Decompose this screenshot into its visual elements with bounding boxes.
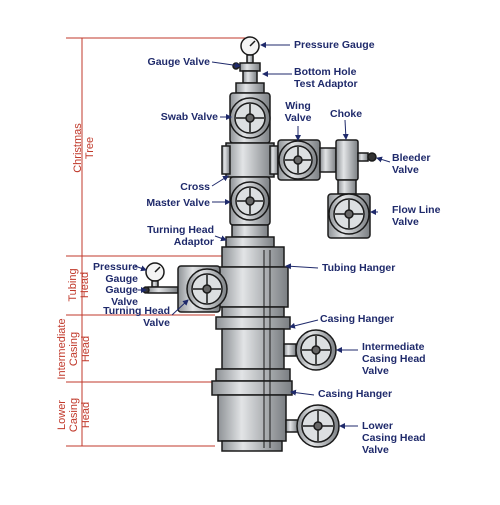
test-adaptor-shape	[233, 63, 264, 93]
swab-valve-shape	[230, 93, 270, 143]
label-cross: Cross	[150, 181, 210, 193]
pressure-gauge-top-shape	[241, 37, 259, 63]
label-casing-hanger-lower: Casing Hanger	[318, 388, 392, 400]
label-casing-hanger-upper: Casing Hanger	[320, 313, 394, 325]
flow-line-valve-shape	[328, 194, 370, 238]
section-intermediate-casing-head: Intermediate Casing Head	[56, 314, 94, 384]
tubing-head-shape	[218, 247, 288, 317]
label-gauge-valve-top: Gauge Valve	[128, 56, 210, 68]
label-bleeder-valve: Bleeder Valve	[392, 152, 431, 176]
side-gauge-shape	[143, 263, 178, 293]
label-wing-valve: Wing Valve	[278, 100, 318, 124]
label-turning-head-valve: Turning Head Valve	[96, 305, 170, 329]
lower-casing-head-shape	[212, 381, 292, 451]
choke-shape	[320, 140, 376, 194]
label-flow-line-valve: Flow Line Valve	[392, 204, 440, 228]
label-pressure-gauge-top: Pressure Gauge	[294, 39, 375, 51]
lower-casing-head-valve-shape	[286, 405, 339, 447]
cross-shape	[222, 143, 278, 177]
label-master-valve: Master Valve	[120, 197, 210, 209]
label-choke: Choke	[330, 108, 362, 120]
turning-head-valve-shape	[178, 266, 227, 312]
label-tubing-hanger: Tubing Hanger	[322, 262, 395, 274]
label-bottom-hole-test-adaptor: Bottom Hole Test Adaptor	[294, 66, 358, 90]
label-lower-casing-head-valve: Lower Casing Head Valve	[362, 420, 426, 456]
wing-valve-shape	[278, 140, 320, 180]
master-valve-shape	[230, 177, 270, 225]
label-intermediate-casing-head-valve: Intermediate Casing Head Valve	[362, 341, 426, 377]
intermediate-casing-head-shape	[216, 317, 290, 381]
section-christmas-tree: Christmas Tree	[72, 93, 98, 203]
intermediate-casing-head-valve-shape	[284, 330, 336, 370]
label-turning-head-adaptor: Turning Head Adaptor	[124, 224, 214, 248]
label-swab-valve: Swab Valve	[130, 111, 218, 123]
section-lower-casing-head: Lower Casing Head	[56, 384, 94, 446]
turning-head-adaptor-shape	[226, 225, 274, 247]
label-pressure-gauge-side: Pressure Gauge	[86, 261, 138, 285]
